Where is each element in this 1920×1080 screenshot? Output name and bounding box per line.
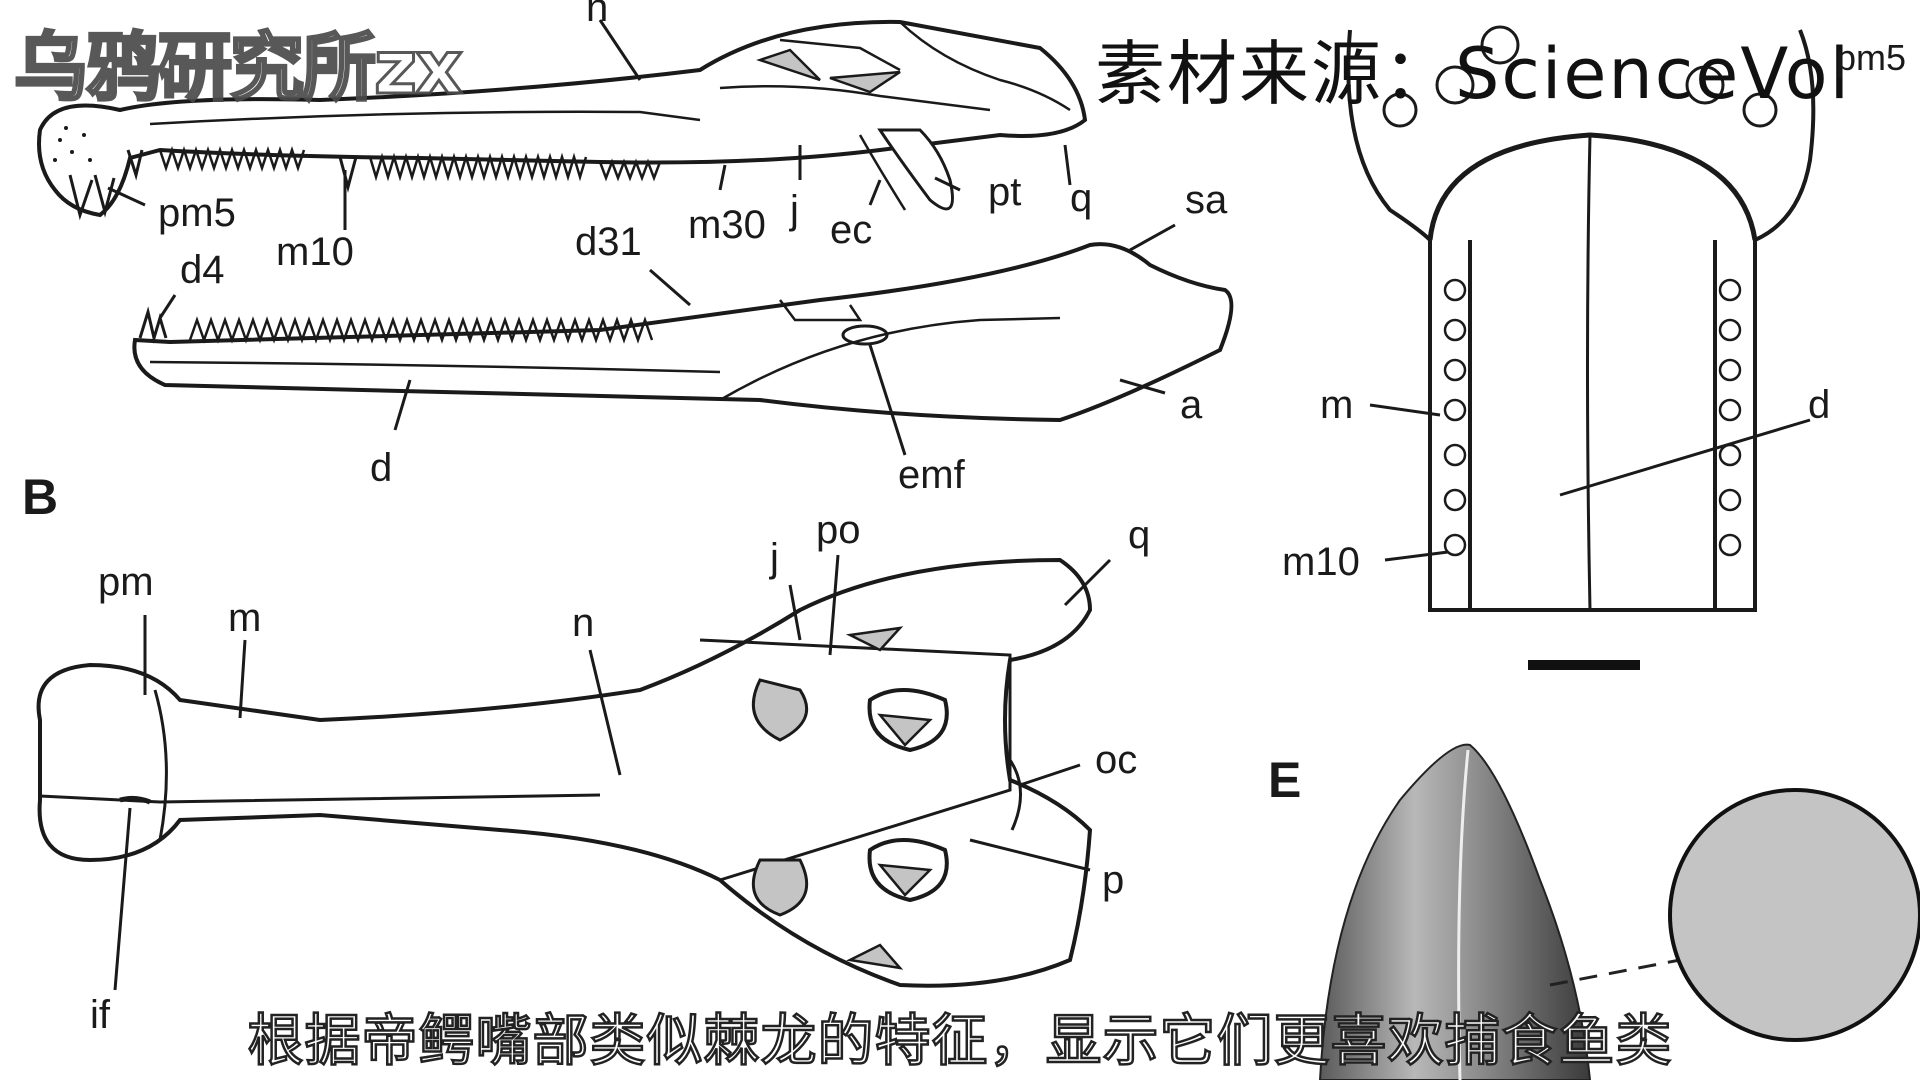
snout-ventral-view <box>1346 25 1816 612</box>
label-q-dorsal: q <box>1128 513 1151 557</box>
label-p: p <box>1102 858 1125 902</box>
upper-skull-lateral <box>37 19 1088 221</box>
skull-dorsal-view <box>36 557 1093 988</box>
panel-letter-b: B <box>22 469 59 525</box>
label-pm5: pm5 <box>158 191 236 235</box>
source-credit: 素材来源：ScienceVol <box>1095 33 1852 115</box>
tooth-cross-section <box>1668 788 1920 1042</box>
label-n: n <box>586 0 609 30</box>
label-n-dorsal: n <box>572 601 595 645</box>
label-d4: d4 <box>180 248 225 292</box>
label-leader-lines <box>107 19 1811 991</box>
label-d: d <box>370 446 393 490</box>
label-d31: d31 <box>575 220 642 264</box>
label-j: j <box>790 188 799 232</box>
label-pt: pt <box>988 170 1022 214</box>
label-j-dorsal: j <box>770 536 779 580</box>
label-m10: m10 <box>276 230 354 274</box>
label-emf: emf <box>898 453 965 497</box>
label-m: m <box>228 596 262 640</box>
label-pm5-ventral: pm5 <box>1836 37 1907 78</box>
upper-skull-stipple <box>53 126 92 162</box>
label-m10-ventral: m10 <box>1282 540 1360 584</box>
scale-bar <box>1528 660 1640 670</box>
label-q: q <box>1070 176 1093 220</box>
lower-jaw-lateral <box>132 242 1234 423</box>
label-po: po <box>816 508 861 552</box>
panel-letter-e: E <box>1268 752 1302 808</box>
label-if: if <box>90 993 110 1037</box>
label-a: a <box>1180 383 1203 427</box>
video-subtitle: 根据帝鳄嘴部类似棘龙的特征，显示它们更喜欢捕食鱼类 <box>246 1008 1673 1076</box>
label-m-ventral: m <box>1320 383 1354 427</box>
label-m30: m30 <box>688 203 766 247</box>
label-sa: sa <box>1185 178 1228 222</box>
label-ec: ec <box>830 208 873 252</box>
label-oc: oc <box>1095 738 1138 782</box>
label-d-ventral: d <box>1808 383 1831 427</box>
label-pm: pm <box>98 560 154 604</box>
channel-watermark: 乌鸦研究所zx <box>13 24 465 113</box>
tooth-illustration <box>1318 743 1681 1080</box>
